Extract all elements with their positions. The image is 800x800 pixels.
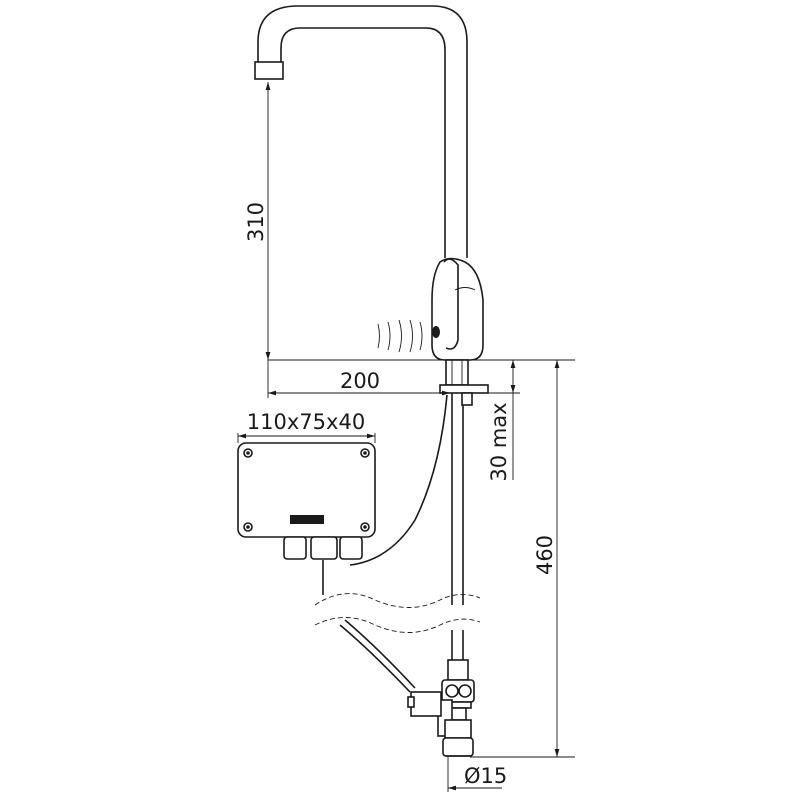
sensor-body: [431, 257, 484, 361]
dimension-200-label: 200: [340, 369, 380, 393]
dimension-diameter-label: Ø15: [464, 764, 507, 788]
sensor-waves-icon: [377, 319, 423, 353]
sensor-cable: [349, 394, 448, 566]
electronic-box: [237, 442, 376, 560]
valve-cable: [339, 624, 411, 693]
fixing-assembly: [439, 359, 489, 406]
dimension-200: 200: [268, 369, 450, 396]
spout: [254, 5, 468, 258]
break-line: [314, 617, 481, 633]
aerator: [254, 61, 284, 80]
dimension-310-label: 310: [244, 202, 268, 242]
valve-cable: [344, 619, 416, 689]
supply-pipe: [451, 393, 464, 660]
dimension-460-label: 460: [533, 535, 557, 575]
dimension-diameter: Ø15: [447, 757, 507, 792]
delabie-logo: [290, 515, 324, 524]
dimension-box: 110x75x40: [237, 410, 376, 443]
dimension-30-max: 30 max: [487, 360, 520, 482]
dimension-460: 460: [470, 360, 575, 758]
dimension-box-label: 110x75x40: [247, 410, 365, 434]
dimension-30-max-label: 30 max: [487, 402, 511, 481]
dimension-310: 310: [244, 82, 271, 360]
break-line: [314, 593, 481, 608]
solenoid-valve: [407, 659, 475, 757]
